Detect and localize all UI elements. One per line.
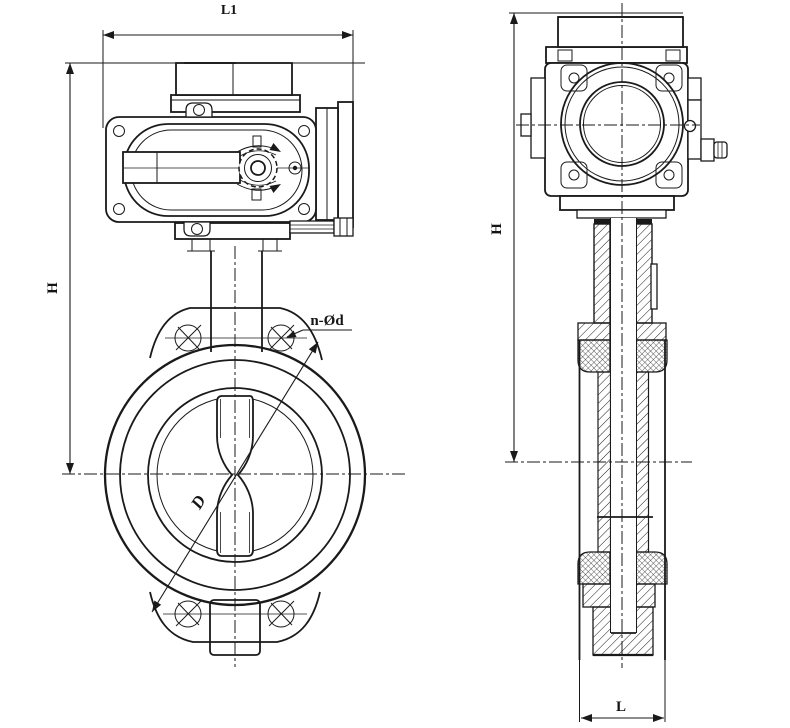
handle-bar [122, 151, 241, 184]
side-boss [683, 119, 697, 133]
corner-pad [560, 64, 588, 92]
cable-gland-cap [333, 217, 354, 237]
cable-gland-cap-side [713, 141, 728, 159]
dimension-l: L [581, 699, 664, 722]
valve-body-front [62, 246, 408, 667]
dimension-line [151, 341, 319, 613]
arrowhead [510, 13, 518, 24]
dimension-h-side: H [489, 12, 683, 462]
bolt-hole-slash [270, 602, 293, 626]
dimension-label-l: L [616, 699, 626, 715]
actuator-side-block-outer [337, 101, 354, 228]
arrowhead [66, 463, 74, 474]
actuator-side [516, 16, 728, 219]
corner-screw [663, 72, 675, 84]
ear-hole [191, 223, 203, 235]
bolt-hole-slash [177, 326, 200, 350]
actuator-top-cap-side [557, 16, 684, 48]
side-tab-left [530, 77, 546, 159]
knob-middle [244, 154, 272, 182]
arrowhead [103, 31, 114, 39]
neck-cap [594, 219, 610, 224]
corner-screw [298, 125, 310, 137]
bolt-hole [174, 600, 202, 628]
stem-bore [611, 218, 636, 633]
shoulder-section-right [635, 322, 667, 341]
screw-tab [665, 49, 681, 62]
seat-lower-right [635, 551, 668, 585]
arrowhead [286, 330, 297, 338]
corner-screw [568, 169, 580, 181]
neck-side-tab [650, 263, 658, 310]
indicator-mark-open [252, 135, 262, 148]
neck-cap [636, 219, 652, 224]
bolt-hole [267, 324, 295, 352]
mounting-ear-bottom [183, 221, 211, 237]
bolt-pattern-label: n-Ød [310, 313, 344, 329]
cable-gland-tube [289, 220, 335, 234]
arrowhead [269, 184, 281, 193]
dimension-label-h-front: H [45, 282, 61, 294]
callout-bolt-pattern: n-Ød [286, 313, 352, 338]
mounting-ear-top [185, 102, 213, 118]
corner-screw [113, 203, 125, 215]
neck-section-right [635, 223, 653, 324]
shoulder-section-left [577, 322, 611, 341]
corner-screw [663, 169, 675, 181]
arrowhead [308, 342, 318, 354]
bolt-hole [174, 324, 202, 352]
corner-screw [113, 125, 125, 137]
bolt-hole-slash [177, 602, 200, 626]
dimension-l1: L1 [102, 3, 354, 128]
dimension-label-l1: L1 [221, 3, 237, 18]
rotation-arrow-top-inner [239, 150, 277, 157]
knob-shaft [250, 160, 266, 176]
arrowhead [269, 143, 281, 152]
arrowhead [581, 714, 592, 722]
actuator-front [105, 62, 354, 352]
base-plate-side [559, 195, 675, 211]
side-view: H [489, 3, 728, 722]
arrowhead [152, 600, 162, 612]
cable-gland-side [700, 138, 715, 162]
arrowhead [653, 714, 664, 722]
dimension-label-h-side: H [489, 223, 505, 235]
bolt-holes [174, 324, 295, 628]
neck-section-left [593, 223, 611, 324]
indicator-button [288, 161, 302, 175]
seat-lower-left [577, 551, 611, 585]
seat-upper-left [577, 339, 611, 373]
corner-screw [298, 203, 310, 215]
arrowhead [510, 451, 518, 462]
dimension-h-front: H [45, 62, 365, 474]
indicator-button-dot [292, 165, 298, 171]
bolt-hole-slash [270, 326, 293, 350]
valve-section-side [505, 3, 692, 722]
rotation-arrow-bottom-inner [239, 179, 277, 186]
arrowhead [342, 31, 353, 39]
indicator-mark-shut [251, 188, 262, 201]
arrowhead [66, 63, 74, 74]
front-view: L1 H [45, 3, 408, 667]
ear-hole [193, 104, 205, 116]
corner-screw [568, 72, 580, 84]
dimension-label-d: D [186, 492, 209, 513]
actuator-top-cap [175, 62, 293, 96]
screw-tab [557, 49, 573, 62]
side-tab-right-upper [687, 77, 702, 101]
bolt-hole [267, 600, 295, 628]
seat-upper-right [635, 339, 668, 373]
